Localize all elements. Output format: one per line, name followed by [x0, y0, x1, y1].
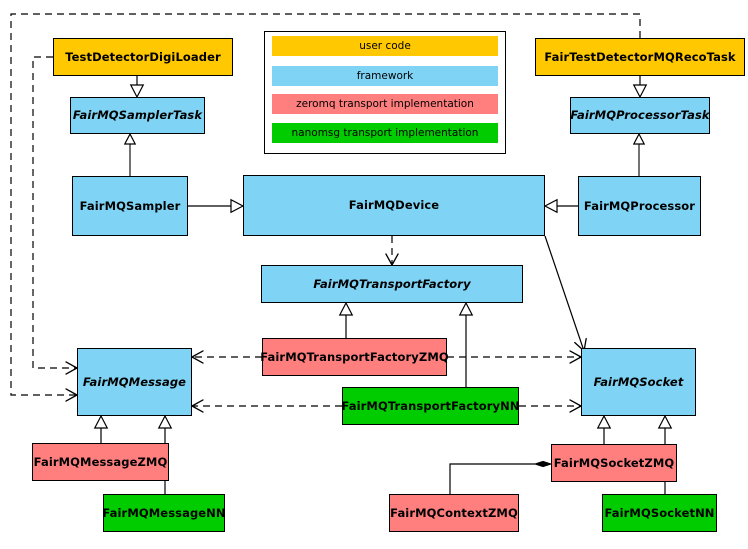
connector-recotask-to-processortask — [632, 76, 648, 99]
class-box-fairmq-message[interactable]: FairMQMessage — [77, 348, 192, 416]
connector-socketzmq-to-socket — [596, 414, 612, 444]
connector-factorynn-to-socket — [519, 399, 582, 413]
connector-factoryzmq-to-socket — [447, 350, 582, 364]
connector-processor-to-device — [543, 198, 578, 214]
class-box-fairmq-sampler-task[interactable]: FairMQSamplerTask — [70, 97, 205, 134]
class-box-fairmq-sampler[interactable]: FairMQSampler — [72, 176, 188, 236]
connector-device-to-socket — [544, 235, 587, 352]
connector-contextzmq-to-socketzmq — [449, 460, 553, 494]
legend-item-framework: framework — [272, 66, 498, 86]
class-box-fairmq-socket[interactable]: FairMQSocket — [581, 348, 696, 416]
class-box-fairmq-device[interactable]: FairMQDevice — [243, 175, 545, 236]
class-box-fairmq-socket-nn[interactable]: FairMQSocketNN — [602, 494, 717, 532]
class-box-fairmq-message-zmq[interactable]: FairMQMessageZMQ — [32, 443, 169, 481]
connector-digiloader-to-samplertask — [129, 76, 145, 99]
class-box-fairmq-transport-factory-nn[interactable]: FairMQTransportFactoryNN — [341, 387, 519, 425]
class-box-fairmq-processor[interactable]: FairMQProcessor — [578, 176, 701, 236]
class-box-fairmq-context-zmq[interactable]: FairMQContextZMQ — [389, 494, 519, 532]
legend-item-zeromq: zeromq transport implementation — [272, 94, 498, 114]
class-box-fairmq-processor-task[interactable]: FairMQProcessorTask — [570, 97, 710, 134]
class-box-fairmq-transport-factory-zmq[interactable]: FairMQTransportFactoryZMQ — [260, 338, 449, 376]
connector-sampler-to-samplertask — [123, 132, 137, 176]
class-box-fairmq-transport-factory[interactable]: FairMQTransportFactory — [261, 265, 523, 303]
connector-factoryzmq-to-message — [191, 350, 262, 364]
connector-sampler-to-device — [188, 198, 245, 214]
class-box-fair-test-detector-mq-reco-task[interactable]: FairTestDetectorMQRecoTask — [535, 38, 745, 76]
connector-factorynn-to-message — [191, 399, 342, 413]
legend-item-user: user code — [272, 36, 498, 56]
connector-factoryzmq-to-factory — [338, 301, 354, 338]
connector-factorynn-to-factory — [458, 301, 474, 387]
connector-messagezmq-to-message — [93, 414, 109, 443]
legend-item-nanomsg: nanomsg transport implementation — [272, 123, 498, 143]
class-box-fairmq-socket-zmq[interactable]: FairMQSocketZMQ — [551, 444, 677, 482]
class-box-fairmq-message-nn[interactable]: FairMQMessageNN — [102, 494, 226, 532]
class-box-test-detector-digi-loader[interactable]: TestDetectorDigiLoader — [53, 38, 233, 76]
connector-device-to-transportfactory — [385, 236, 399, 266]
connector-processor-to-processortask — [632, 132, 646, 176]
